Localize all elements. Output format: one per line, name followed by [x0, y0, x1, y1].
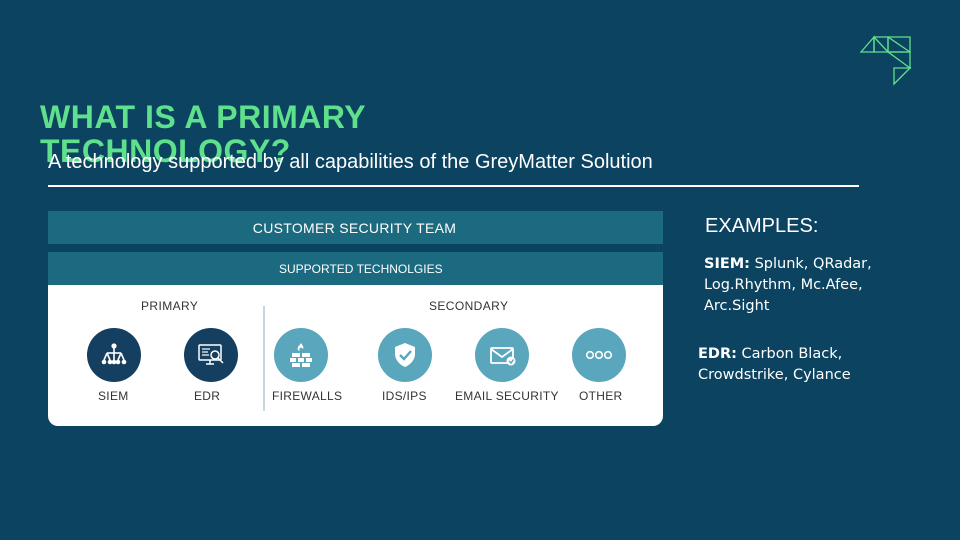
band-gap	[48, 244, 663, 252]
supported-technologies-band: SUPPORTED TECHNOLGIES	[48, 252, 663, 285]
title-divider	[48, 185, 859, 187]
envelope-icon	[490, 347, 516, 366]
edr-label: EDR	[194, 389, 221, 403]
siem-examples: SIEM: Splunk, QRadar, Log.Rhythm, Mc.Afe…	[704, 254, 894, 317]
network-hierarchy-icon	[101, 343, 127, 365]
secondary-heading: SECONDARY	[429, 299, 509, 313]
edr-examples-text: Carbon Black, Crowdstrike, Cylance	[698, 346, 851, 383]
email-security-tile	[475, 328, 529, 382]
edr-examples-label: EDR:	[698, 346, 737, 362]
page-title: WHAT IS A PRIMARY TECHNOLOGY?	[40, 99, 366, 169]
email-security-label: EMAIL SECURITY	[455, 389, 559, 403]
supported-technologies-label: SUPPORTED TECHNOLGIES	[279, 261, 443, 276]
other-tile	[572, 328, 626, 382]
customer-security-team-label: CUSTOMER SECURITY TEAM	[252, 219, 457, 236]
ellipsis-icon	[585, 350, 613, 360]
edr-examples: EDR: Carbon Black, Crowdstrike, Cylance	[698, 344, 888, 386]
edr-tile	[184, 328, 238, 382]
firewalls-label: FIREWALLS	[272, 389, 343, 403]
customer-security-team-band: CUSTOMER SECURITY TEAM	[48, 211, 663, 244]
monitor-search-icon	[198, 344, 224, 365]
siem-label: SIEM	[98, 389, 129, 403]
ids-ips-tile	[378, 328, 432, 382]
brand-logo-icon	[859, 35, 912, 86]
firewall-icon	[290, 343, 312, 367]
firewalls-tile	[274, 328, 328, 382]
siem-examples-text: Splunk, QRadar, Log.Rhythm, Mc.Afee, Arc…	[704, 256, 872, 314]
other-label: OTHER	[579, 389, 623, 403]
ids-ips-label: IDS/IPS	[382, 389, 427, 403]
siem-examples-label: SIEM:	[704, 256, 750, 272]
examples-heading: EXAMPLES:	[705, 215, 819, 237]
shield-check-icon	[395, 343, 415, 367]
technology-diagram: CUSTOMER SECURITY TEAM SUPPORTED TECHNOL…	[48, 211, 663, 426]
siem-tile	[87, 328, 141, 382]
primary-heading: PRIMARY	[141, 299, 199, 313]
page-subtitle: A technology supported by all capabiliti…	[48, 151, 653, 173]
primary-secondary-divider	[263, 306, 265, 411]
